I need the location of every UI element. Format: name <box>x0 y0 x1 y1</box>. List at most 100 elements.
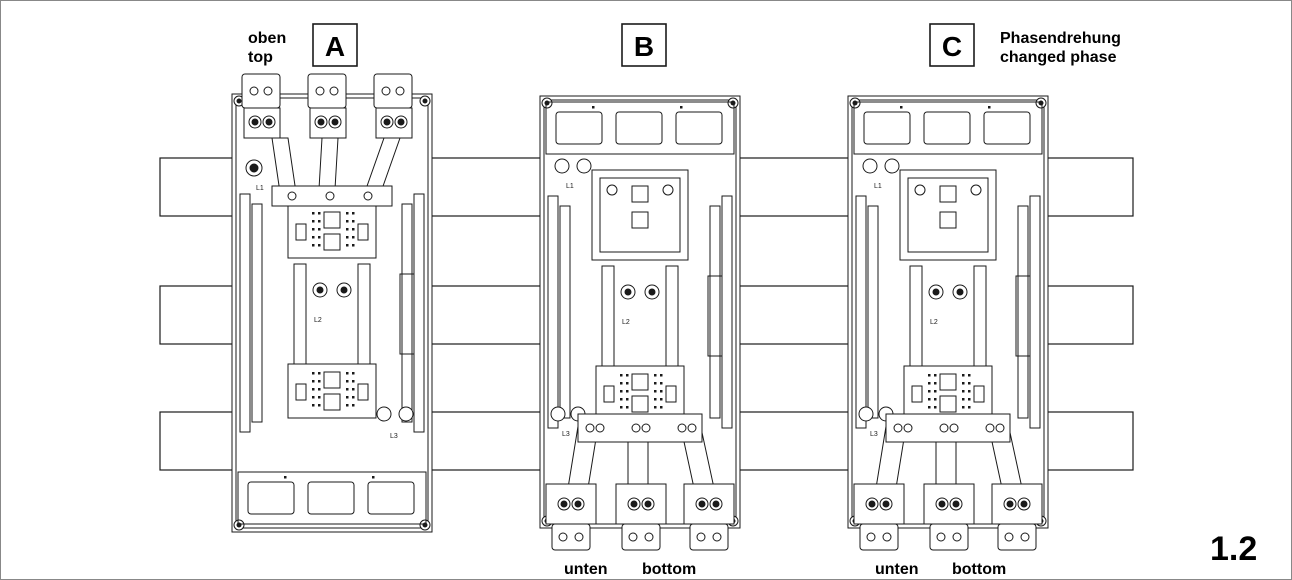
rivet <box>934 398 937 401</box>
plate-window <box>631 211 649 229</box>
screw <box>1006 500 1014 508</box>
rivet <box>962 374 965 377</box>
contact-window <box>323 211 341 229</box>
side-rail <box>709 205 721 419</box>
terminal-lug <box>997 523 1037 551</box>
mid-screw <box>932 288 940 296</box>
phase-label: L3 <box>390 433 398 440</box>
terminal-block <box>923 483 975 525</box>
corner-screw <box>422 98 428 104</box>
entry-opening <box>247 481 295 515</box>
lug-hole <box>631 423 641 433</box>
phase-screw <box>554 158 570 174</box>
phase-screw <box>550 406 566 422</box>
lug-hole <box>585 423 595 433</box>
phase-label: L1 <box>256 185 264 192</box>
rivet <box>626 382 629 385</box>
lug-hole <box>381 86 391 96</box>
rivet <box>620 382 623 385</box>
contact-window <box>323 371 341 389</box>
corner-screw <box>236 98 242 104</box>
entry-opening <box>307 481 355 515</box>
separator <box>357 263 371 365</box>
rivet <box>312 372 315 375</box>
terminal-lug <box>241 73 281 109</box>
screw <box>560 500 568 508</box>
phase-label: L2 <box>930 319 938 326</box>
label-box-c: C <box>929 23 975 67</box>
separator <box>1015 275 1031 357</box>
separator <box>707 275 723 357</box>
mid-screw <box>316 286 324 294</box>
entry-opening <box>615 111 663 145</box>
rivet <box>934 374 937 377</box>
screw <box>952 500 960 508</box>
rivet <box>318 388 321 391</box>
mid-screw <box>340 286 348 294</box>
side-rail <box>239 193 251 433</box>
terminal-lug <box>551 523 591 551</box>
terminal-lug <box>929 523 969 551</box>
rivet <box>352 372 355 375</box>
rivet <box>352 396 355 399</box>
entry-opening <box>555 111 603 145</box>
rivet <box>660 406 663 409</box>
lug-hole <box>893 423 903 433</box>
rivet <box>312 380 315 383</box>
label-phase-de: Phasendrehung <box>1000 30 1121 47</box>
lug-hole <box>329 86 339 96</box>
lug-hole <box>866 532 876 542</box>
contact-clip <box>973 385 985 403</box>
phase-screw <box>884 158 900 174</box>
separator <box>293 263 307 365</box>
label-top-de: oben <box>248 30 286 47</box>
rivet <box>968 406 971 409</box>
phase-label: L2 <box>622 319 630 326</box>
terminal-block <box>991 483 1043 525</box>
label-bottom-en-b: bottom <box>642 561 696 578</box>
lug-hole <box>249 86 259 96</box>
rivet <box>352 236 355 239</box>
terminal-inner <box>907 177 989 253</box>
rivet <box>660 398 663 401</box>
lug-hole <box>395 86 405 96</box>
rivet <box>968 398 971 401</box>
rivet <box>346 372 349 375</box>
lug-hole <box>363 191 373 201</box>
contact-clip <box>357 383 369 401</box>
rivet <box>318 212 321 215</box>
rivet <box>962 382 965 385</box>
phase-label: L2 <box>314 317 322 324</box>
rivet <box>928 390 931 393</box>
screw <box>882 500 890 508</box>
terminal-lug <box>373 73 413 109</box>
rivet <box>968 382 971 385</box>
phase-label: L3 <box>870 431 878 438</box>
lug-hole <box>696 532 706 542</box>
label-box-a: A <box>312 23 358 67</box>
terminal-block <box>615 483 667 525</box>
rivet <box>654 406 657 409</box>
rivet <box>312 220 315 223</box>
mid-screw <box>648 288 656 296</box>
rivet <box>312 404 315 407</box>
terminal-lug <box>859 523 899 551</box>
lug-hole <box>677 423 687 433</box>
rivet <box>318 372 321 375</box>
label-phase-en: changed phase <box>1000 49 1117 66</box>
phase-screw <box>576 158 592 174</box>
rivet <box>934 390 937 393</box>
screw <box>644 500 652 508</box>
lug-hole <box>325 191 335 201</box>
plate-window <box>939 211 957 229</box>
rivet <box>372 476 375 479</box>
lug-hole <box>952 532 962 542</box>
rivet <box>318 228 321 231</box>
contact-clip <box>295 383 307 401</box>
rivet <box>928 398 931 401</box>
terminal-block <box>545 483 597 525</box>
rivet <box>928 406 931 409</box>
lug-hole <box>712 532 722 542</box>
side-rail <box>547 195 559 429</box>
screw <box>712 500 720 508</box>
